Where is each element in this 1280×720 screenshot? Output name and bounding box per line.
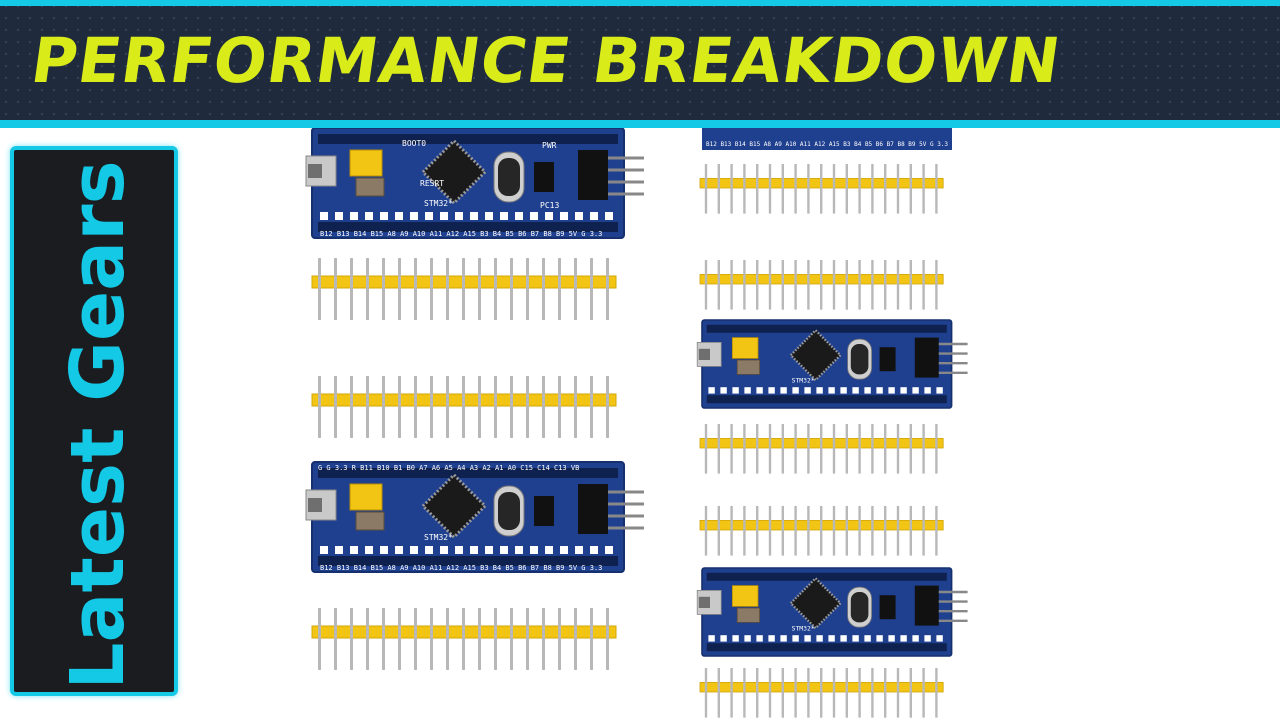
board-label: STM32* (792, 376, 815, 384)
board-right-top-edge: B12 B13 B14 B15 A8 A9 A10 A11 A12 A15 B3… (702, 128, 952, 150)
board-label: STM32* (792, 624, 815, 632)
pin-strip-right-5 (699, 667, 944, 718)
banner-top-stripe (0, 0, 1280, 6)
board-label: STM32* (424, 199, 453, 208)
banner-bottom-stripe (0, 120, 1280, 128)
pin-strip-left-2 (311, 375, 617, 439)
pin-strip-right-3 (699, 423, 944, 475)
board-left-1: BOOT0 STM32* RESRT PWR PC13 B12 B13 B14 … (304, 128, 646, 240)
brand-name: Latest Gears (55, 160, 141, 690)
title-banner: PERFORMANCE BREAKDOWN (0, 0, 1280, 128)
led-label: PC13 (540, 201, 559, 210)
boot-label: BOOT0 (402, 139, 426, 148)
brand-sidebar: Latest Gears (10, 146, 178, 696)
pin-strip-right-4 (699, 505, 944, 556)
banner-title: PERFORMANCE BREAKDOWN (26, 24, 1066, 97)
bottom-pin-labels: B12 B13 B14 B15 A8 A9 A10 A11 A12 A15 B3… (320, 230, 602, 238)
board-right-1: STM32* (696, 318, 969, 410)
bottom-pin-labels: B12 B13 B14 B15 A8 A9 A10 A11 A12 A15 B3… (706, 141, 948, 148)
top-pin-labels: G G 3.3 R B11 B10 B1 B0 A7 A6 A5 A4 A3 A… (318, 464, 579, 472)
product-image: BOOT0 STM32* RESRT PWR PC13 B12 B13 B14 … (304, 128, 969, 718)
pin-strip-left-3 (311, 607, 617, 671)
board-left-2: G G 3.3 R B11 B10 B1 B0 A7 A6 A5 A4 A3 A… (304, 460, 646, 574)
board-label: STM32* (424, 533, 453, 542)
pin-strip-left-1 (311, 257, 617, 321)
board-right-2: STM32* (696, 566, 969, 658)
reset-label: RESRT (420, 179, 444, 188)
bottom-pin-labels: B12 B13 B14 B15 A8 A9 A10 A11 A12 A15 B3… (320, 564, 602, 572)
pin-strip-right-1 (699, 163, 944, 215)
pin-strip-right-2 (699, 259, 944, 311)
power-label: PWR (542, 141, 557, 150)
